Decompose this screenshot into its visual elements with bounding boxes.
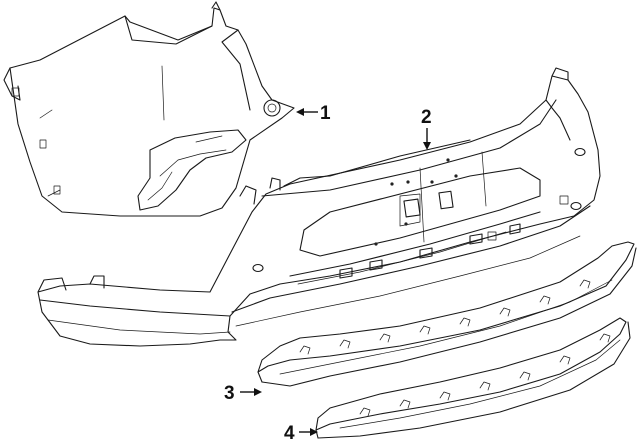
callout-4: 4	[284, 423, 318, 441]
part-1-corner-fascia	[3, 1, 295, 217]
callout-label-2: 2	[421, 107, 432, 128]
part-2-bumper-cover	[37, 67, 601, 347]
part-4-lower-molding	[315, 317, 631, 439]
callout-2: 2	[421, 107, 432, 150]
part-3-lower-diffuser	[257, 241, 637, 387]
callout-label-3: 3	[224, 383, 235, 404]
callout-label-4: 4	[284, 423, 295, 441]
callout-label-1: 1	[320, 103, 331, 124]
callout-3: 3	[224, 383, 262, 404]
callout-1: 1	[296, 103, 331, 124]
